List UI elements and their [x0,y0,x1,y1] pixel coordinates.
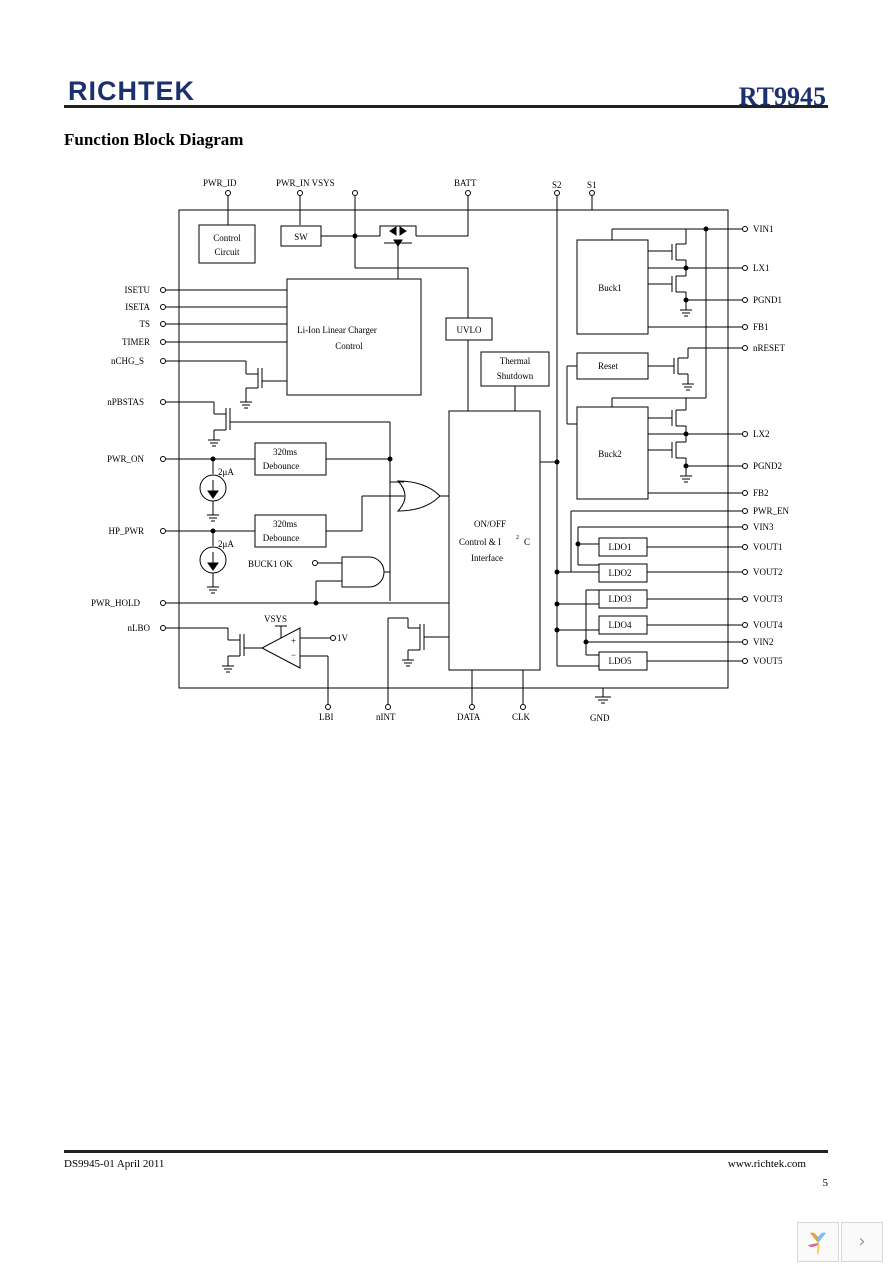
buck1-block: Buck1 [598,283,622,293]
buck2-block: Buck2 [598,449,622,459]
one-volt-label: 1V [337,633,349,643]
label-nreset: nRESET [753,343,786,353]
label-s2: S2 [552,180,562,190]
label-pgnd1: PGND1 [753,295,782,305]
label-hp-pwr: HP_PWR [108,526,144,536]
vsys-label: VSYS [264,614,287,624]
control-circuit-line1: Control [213,233,241,243]
debounce2-line2: Debounce [263,533,299,543]
label-batt: BATT [454,178,477,188]
label-pgnd2: PGND2 [753,461,782,471]
onoff-line2-c: C [524,537,530,547]
ldo3-block: LDO3 [609,594,632,604]
next-page-button[interactable]: › [841,1222,883,1262]
label-vout1: VOUT1 [753,542,783,552]
pin-s1 [589,190,595,196]
label-pwr-hold: PWR_HOLD [91,598,140,608]
label-vin3: VIN3 [753,522,774,532]
ldo2-block: LDO2 [609,568,632,578]
label-s1: S1 [587,180,597,190]
uvlo-block: UVLO [457,325,482,335]
page-nav: › [797,1222,885,1262]
label-ts: TS [139,319,150,329]
chip-outline [178,209,729,689]
label-pwr-in-vsys: PWR_IN VSYS [276,178,335,188]
reset-block: Reset [598,361,618,371]
pin-vsys [352,190,358,196]
chevron-right-icon: › [858,1231,866,1252]
onoff-line2-sup: 2 [516,535,519,541]
pin-s2 [554,190,560,196]
label-vout5: VOUT5 [753,656,783,666]
debounce1-line2: Debounce [263,461,299,471]
label-timer: TIMER [122,337,150,347]
label-nchg-s: nCHG_S [111,356,144,366]
debounce2-line1: 320ms [273,519,298,529]
footer-rule [64,1150,828,1153]
section-title: Function Block Diagram [64,130,244,149]
label-pwr-id: PWR_ID [203,178,237,188]
onoff-line2: Control & I [459,537,501,547]
control-circuit-line2: Circuit [215,247,240,257]
label-nlbo: nLBO [128,623,151,633]
onoff-line1: ON/OFF [474,519,506,529]
charger-line2: Control [335,341,363,351]
label-gnd: GND [590,713,610,723]
ldo4-block: LDO4 [609,620,632,630]
pin-pwr-id [225,190,231,196]
buck1-ok-label: BUCK1 OK [248,559,293,569]
charger-line1: Li-Ion Linear Charger [297,325,377,335]
pin-batt [465,190,471,196]
thermal-line2: Shutdown [497,371,534,381]
label-vout3: VOUT3 [753,594,783,604]
current-source-2-label: 2μA [218,539,234,549]
debounce1-line1: 320ms [273,447,298,457]
onoff-line3: Interface [471,553,503,563]
page-number: 5 [822,1177,829,1189]
ldo1-block: LDO1 [609,542,632,552]
comparator-plus: + [291,636,296,646]
label-lx1: LX1 [753,263,770,273]
current-source-1-label: 2μA [218,467,234,477]
doc-id: DS9945-01 April 2011 [64,1158,165,1170]
label-fb1: FB1 [753,322,769,332]
label-fb2: FB2 [753,488,769,498]
label-iseta: ISETA [125,302,150,312]
label-vout2: VOUT2 [753,567,783,577]
label-vin1: VIN1 [753,224,774,234]
website[interactable]: www.richtek.com [727,1158,806,1170]
sw-block: SW [294,232,308,242]
label-vin2: VIN2 [753,637,774,647]
comparator-minus: − [291,650,296,660]
pin-pwr-in [297,190,303,196]
label-vout4: VOUT4 [753,620,783,630]
viewer-logo-button[interactable] [797,1222,839,1262]
header-rule [64,105,828,108]
label-pwr-on: PWR_ON [107,454,145,464]
label-pwr-en: PWR_EN [753,506,790,516]
label-isetu: ISETU [125,285,151,295]
label-lx2: LX2 [753,429,770,439]
ldo5-block: LDO5 [609,656,632,666]
label-clk: CLK [512,712,531,722]
viewer-logo-icon [808,1232,826,1255]
thermal-line1: Thermal [500,356,531,366]
label-npbstas: nPBSTAS [107,397,144,407]
label-nint: nINT [376,712,396,722]
label-data: DATA [457,712,481,722]
label-lbi: LBI [319,712,334,722]
richtek-logo: RICHTEK [68,76,195,106]
